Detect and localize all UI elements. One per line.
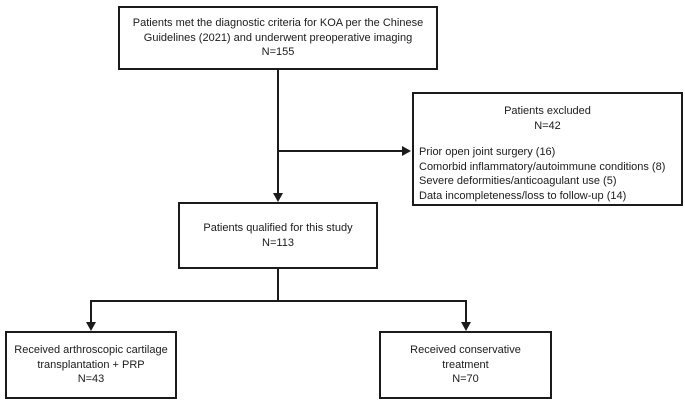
criteria-count: N=155 [261,46,295,59]
criteria-text-line1: Patients met the diagnostic criteria for… [132,16,424,29]
excluded-title: Patients excluded [504,105,591,117]
treatment-text-line1: Received arthroscopic cartilage [14,343,168,356]
arrowhead-down-treatment [86,322,96,331]
box-diagnostic-criteria: Patients met the diagnostic criteria for… [118,6,438,70]
arrowhead-down-qualified [273,193,283,202]
arrowhead-right-excluded [402,146,411,156]
box-patients-qualified: Patients qualified for this study N=113 [178,202,378,269]
excluded-reason: Severe deformities/anticoagulant use (5) [419,175,617,188]
box-control-arm: Received conservative treatment N=70 [379,331,552,399]
excluded-header: Patients excluded N=42 [414,104,681,134]
control-text-line2: treatment [442,358,489,371]
control-count: N=70 [452,373,479,386]
qualified-text: Patients qualified for this study [203,221,353,234]
control-text-line1: Received conservative [410,343,521,356]
excluded-reason: Prior open joint surgery (16) [419,145,556,158]
excluded-reason: Comorbid inflammatory/autoimmune conditi… [419,160,666,173]
excluded-count: N=42 [534,119,561,132]
box-patients-excluded: Patients excluded N=42 Prior open joint … [412,92,683,206]
box-treatment-arm: Received arthroscopic cartilage transpla… [5,331,177,399]
excluded-reason: Data incompleteness/loss to follow-up (1… [419,190,627,203]
qualified-count: N=113 [262,236,294,249]
treatment-count: N=43 [77,373,105,386]
treatment-text-line2: transplantation + PRP [37,358,145,371]
arrowhead-down-control [461,322,471,331]
criteria-text-line2: Guidelines (2021) and underwent preopera… [143,31,413,44]
excluded-reasons-list: Prior open joint surgery (16) Comorbid i… [414,145,681,204]
